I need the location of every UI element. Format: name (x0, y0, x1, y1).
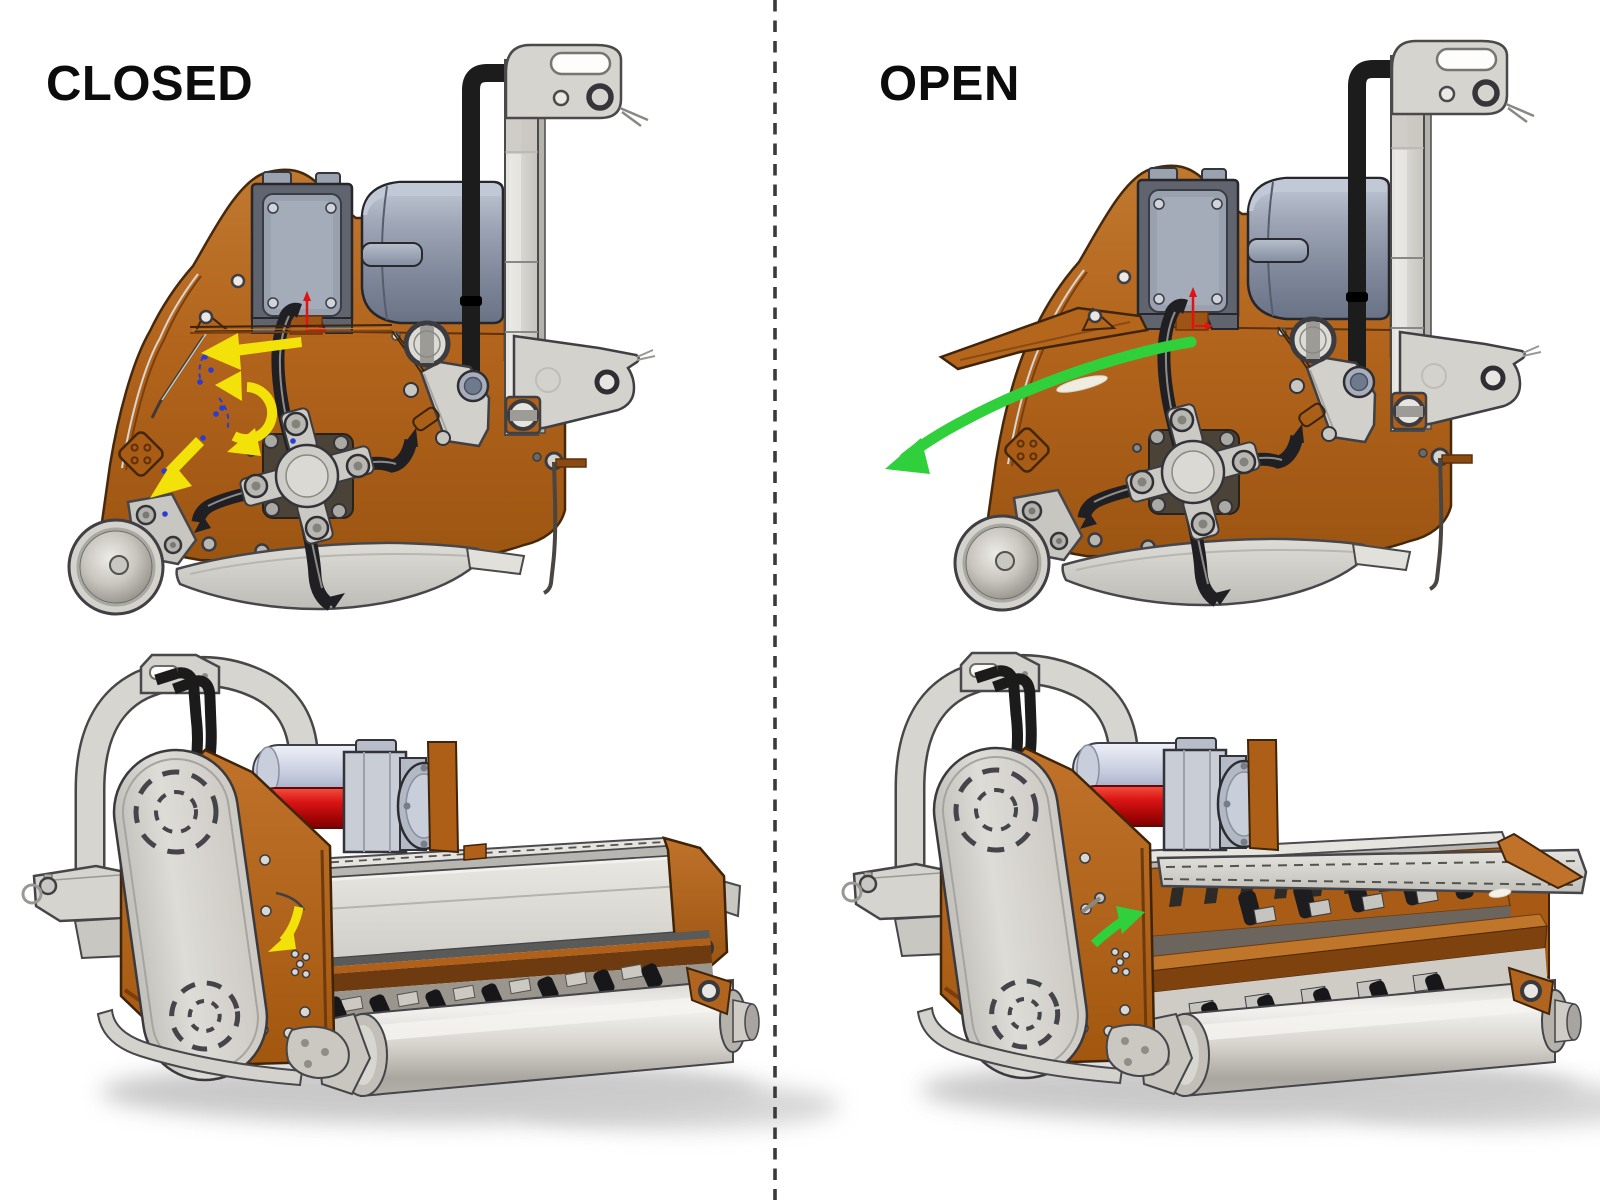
svg-text:CLOSED: CLOSED (46, 57, 253, 111)
svg-text:OPEN: OPEN (879, 57, 1020, 111)
